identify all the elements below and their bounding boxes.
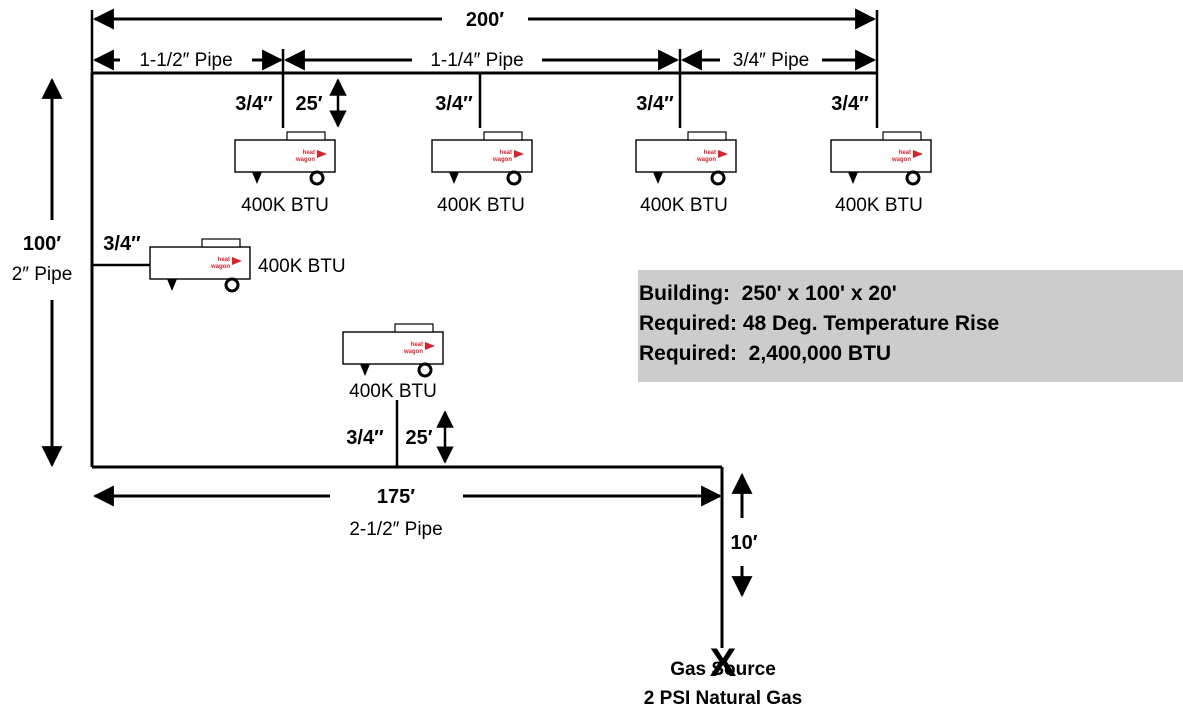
heater-1-label: 400K BTU [241,195,329,216]
gas-source-title: Gas Source [670,659,776,680]
building-info-line-3: Required: 2,400,000 BTU [639,342,892,365]
building-info-box [638,270,1183,382]
bottom-length-label: 175′ [377,486,415,508]
bottom-pipe-label: 2-1/2″ Pipe [349,519,442,540]
heater-6-label: 400K BTU [349,381,437,402]
heater-5-label: 400K BTU [258,256,346,277]
heater-1 [233,130,337,186]
top-length-label: 200′ [466,9,504,31]
drop-length-top-label: 25′ [295,93,322,115]
heater-3-label: 400K BTU [640,195,728,216]
branch-size-label: 3/4″ [636,93,674,115]
branch-size-label: 3/4″ [235,93,273,115]
pipe-segment-2-label: 1-1/4″ Pipe [430,50,523,71]
heater-4 [829,130,933,186]
branch-size-label: 3/4″ [103,233,141,255]
branch-size-label: 3/4″ [831,93,869,115]
branch-size-label: 3/4″ [435,93,473,115]
heater-4-label: 400K BTU [835,195,923,216]
heater-6 [341,322,445,378]
gas-source-sublabel: 2 PSI Natural Gas [644,688,802,709]
heater-5 [148,237,252,293]
drop-length-bottom-label: 25′ [405,427,432,449]
building-info-line-1: Building: 250' x 100' x 20' [639,282,897,305]
source-length-label: 10′ [730,532,757,554]
gas-source-marker: X [710,641,737,685]
branch-size-label: 3/4″ [346,427,384,449]
left-pipe-label: 2″ Pipe [12,264,73,285]
pipe-segment-3-label: 3/4″ Pipe [733,50,809,71]
heater-3 [634,130,738,186]
pipe-network [90,10,879,648]
heater-2 [430,130,534,186]
heater-2-label: 400K BTU [437,195,525,216]
dimension-arrows [41,8,877,598]
building-info-line-2: Required: 48 Deg. Temperature Rise [639,312,1000,335]
left-length-label: 100′ [23,233,61,255]
pipe-segment-1-label: 1-1/2″ Pipe [139,50,232,71]
